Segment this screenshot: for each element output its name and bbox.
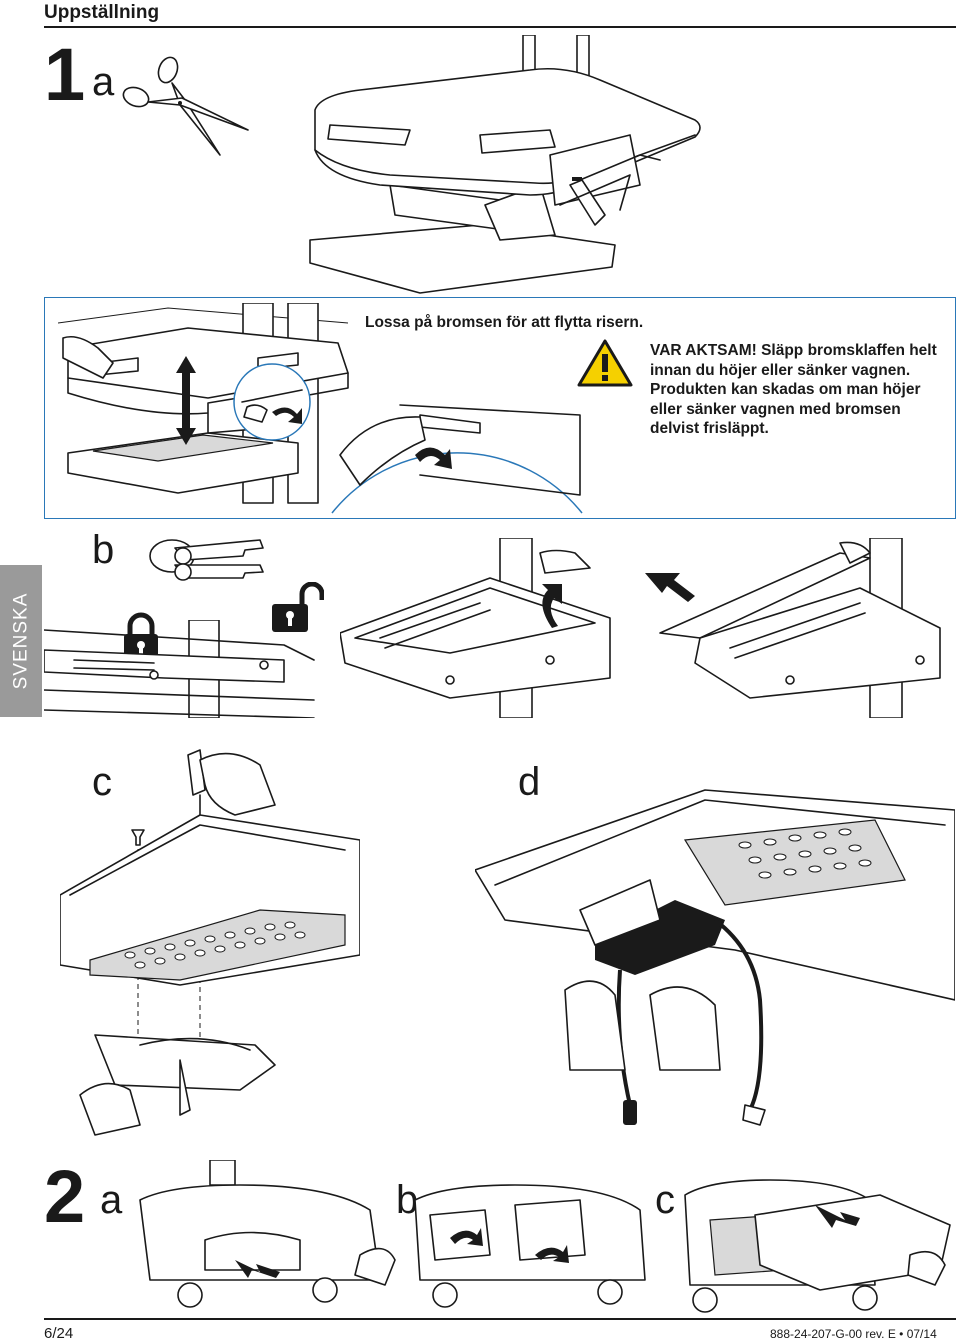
caution-warning-text: VAR AKTSAM! Släpp bromsklaffen helt inna… bbox=[650, 342, 937, 437]
step-1b-letter: b bbox=[92, 528, 115, 572]
keys-icon bbox=[149, 539, 264, 581]
base-cover-removal-illustration bbox=[139, 1160, 396, 1308]
page-number: 6/24 bbox=[44, 1325, 74, 1342]
screw-removal-illustration bbox=[60, 749, 360, 1136]
power-cable-connection-illustration bbox=[475, 789, 955, 1126]
footer-divider bbox=[44, 1318, 956, 1320]
brake-instruction: Lossa på bromsen för att flytta risern. bbox=[365, 314, 644, 331]
page-title: Uppställning bbox=[44, 2, 160, 23]
brake-lever-closeup bbox=[331, 404, 583, 514]
base-tray-illustration bbox=[684, 1179, 951, 1313]
brake-note-box bbox=[44, 297, 956, 519]
document-code: 888-24-207-G-00 rev. E • 07/14 bbox=[770, 1327, 937, 1341]
step-1d-letter: d bbox=[518, 760, 541, 804]
step-2b-letter: b bbox=[396, 1178, 419, 1222]
step-1c-letter: c bbox=[92, 760, 112, 804]
step-2a-letter: a bbox=[100, 1178, 123, 1222]
header-divider bbox=[44, 26, 956, 28]
language-tab: SVENSKA bbox=[0, 565, 42, 717]
lid-open-step-1 bbox=[340, 538, 611, 718]
step-2-number: 2 bbox=[44, 1155, 85, 1238]
step-2c-letter: c bbox=[655, 1178, 675, 1222]
cart-brake-illustration bbox=[58, 303, 349, 504]
unlocked-padlock-icon bbox=[272, 582, 324, 632]
drawer-lock-illustration bbox=[44, 620, 315, 718]
brake-detail-circle bbox=[233, 363, 311, 441]
step-1a-letter: a bbox=[92, 60, 115, 104]
lid-open-step-2 bbox=[645, 538, 941, 718]
scissors-icon bbox=[122, 56, 249, 156]
side-cover-removal-illustration bbox=[414, 1184, 646, 1308]
warning-triangle-icon bbox=[577, 339, 633, 387]
step-1-number: 1 bbox=[44, 33, 85, 116]
worksurface-illustration bbox=[309, 35, 701, 294]
language-tab-label: SVENSKA bbox=[10, 592, 32, 690]
